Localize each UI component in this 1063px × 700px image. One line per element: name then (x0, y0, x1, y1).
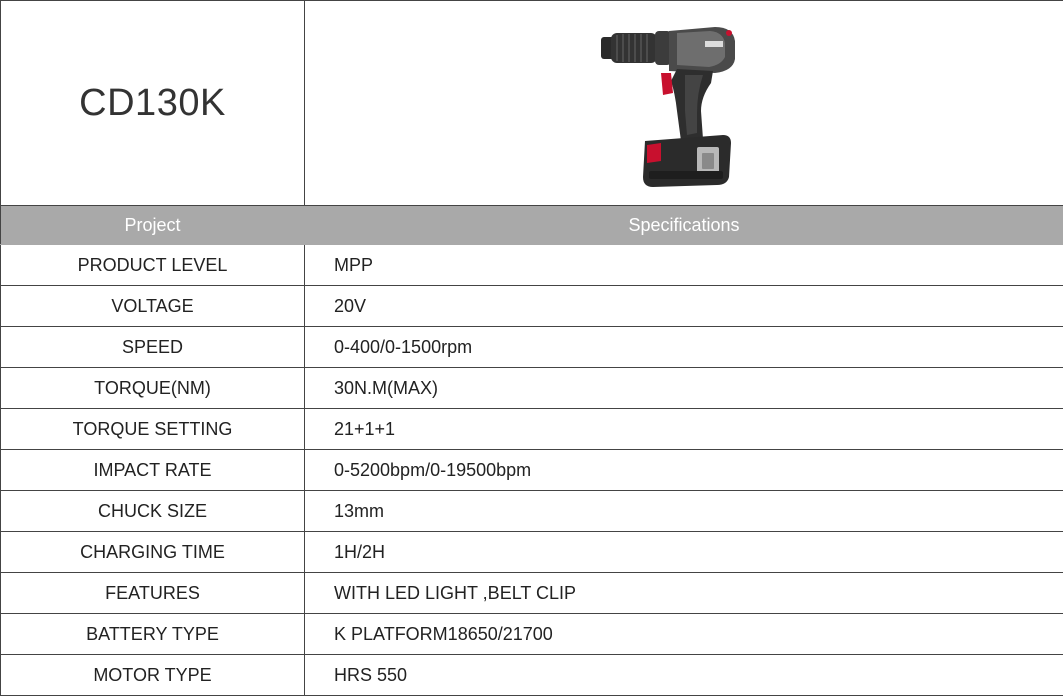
row-value: 21+1+1 (304, 408, 1063, 450)
row-value: 30N.M(MAX) (304, 367, 1063, 409)
row-label: TORQUE(NM) (0, 367, 305, 409)
row-value: 0-400/0-1500rpm (304, 326, 1063, 368)
row-label: FEATURES (0, 572, 305, 614)
row-value: 13mm (304, 490, 1063, 532)
row-value: MPP (304, 244, 1063, 286)
row-label: BATTERY TYPE (0, 613, 305, 655)
drill-image (601, 27, 735, 187)
table-row: VOLTAGE 20V (0, 285, 1063, 327)
row-value: 1H/2H (304, 531, 1063, 573)
table-row: TORQUE SETTING 21+1+1 (0, 408, 1063, 450)
row-label: VOLTAGE (0, 285, 305, 327)
table-row: FEATURES WITH LED LIGHT ,BELT CLIP (0, 572, 1063, 614)
column-header-project: Project (0, 205, 305, 245)
row-value: 0-5200bpm/0-19500bpm (304, 449, 1063, 491)
table-row: TORQUE(NM) 30N.M(MAX) (0, 367, 1063, 409)
row-value: WITH LED LIGHT ,BELT CLIP (304, 572, 1063, 614)
row-label: PRODUCT LEVEL (0, 244, 305, 286)
table-row: BATTERY TYPE K PLATFORM18650/21700 (0, 613, 1063, 655)
table-row: CHARGING TIME 1H/2H (0, 531, 1063, 573)
row-label: IMPACT RATE (0, 449, 305, 491)
row-label: TORQUE SETTING (0, 408, 305, 450)
row-value: 20V (304, 285, 1063, 327)
title-row: CD130K (0, 0, 1063, 206)
table-row: IMPACT RATE 0-5200bpm/0-19500bpm (0, 449, 1063, 491)
table-row: PRODUCT LEVEL MPP (0, 244, 1063, 286)
product-image-cell (304, 0, 1063, 206)
table-header-row: Project Specifications (0, 205, 1063, 245)
row-value: K PLATFORM18650/21700 (304, 613, 1063, 655)
row-value: HRS 550 (304, 654, 1063, 696)
column-header-specifications: Specifications (304, 205, 1063, 245)
model-name: CD130K (0, 0, 305, 206)
table-row: SPEED 0-400/0-1500rpm (0, 326, 1063, 368)
row-label: MOTOR TYPE (0, 654, 305, 696)
row-label: CHUCK SIZE (0, 490, 305, 532)
table-row: MOTOR TYPE HRS 550 (0, 654, 1063, 696)
row-label: CHARGING TIME (0, 531, 305, 573)
table-row: CHUCK SIZE 13mm (0, 490, 1063, 532)
row-label: SPEED (0, 326, 305, 368)
